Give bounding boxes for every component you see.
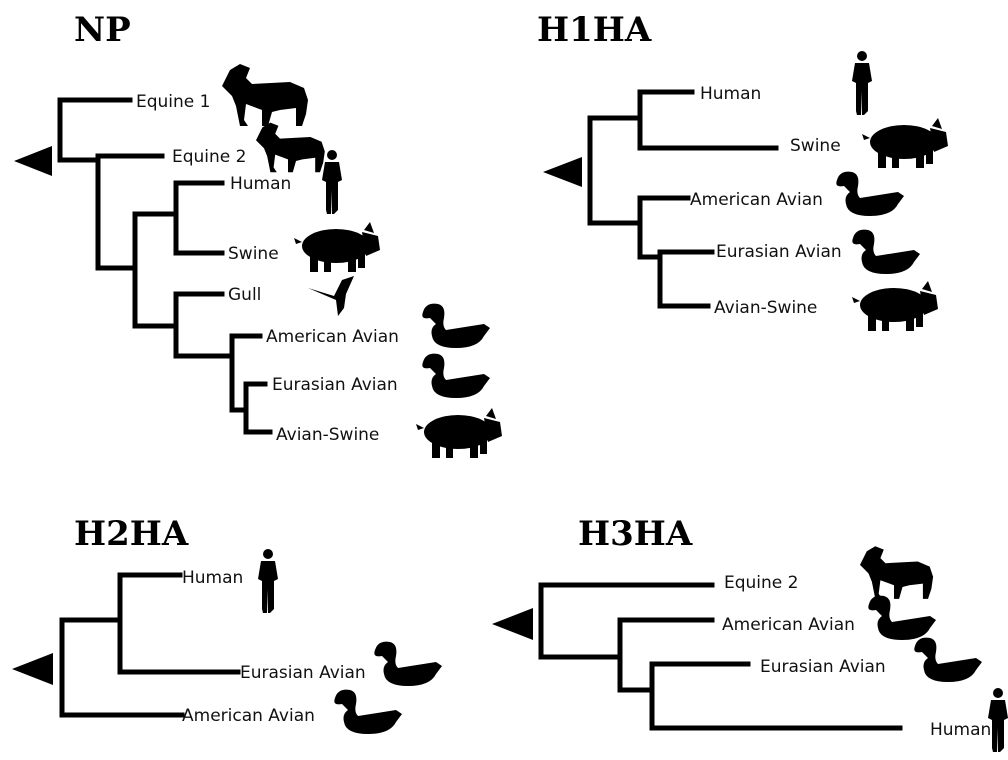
horse-icon <box>222 64 308 126</box>
tree-branches <box>492 582 903 731</box>
leaf-label: Human <box>182 568 243 588</box>
root-arrow <box>492 608 533 640</box>
pig-icon <box>852 281 938 331</box>
tree-branches <box>12 572 241 718</box>
horse-icon <box>256 122 325 173</box>
leaf-label: American Avian <box>182 706 315 726</box>
leaf-label: Human <box>930 720 991 740</box>
tree-branches <box>14 97 273 435</box>
duck-icon <box>914 637 982 682</box>
root-arrow <box>14 146 52 176</box>
leaf-label: Eurasian Avian <box>760 657 886 677</box>
leaf-label: Eurasian Avian <box>272 375 398 395</box>
pig-icon <box>416 408 502 458</box>
leaf-label: Equine 2 <box>172 147 246 167</box>
leaf-label: Human <box>230 174 291 194</box>
root-arrow <box>12 653 53 685</box>
leaf-label: Avian-Swine <box>714 298 817 318</box>
root-arrow <box>543 157 582 187</box>
panel-h1ha: H1HA Human Swine American Avian Eurasian… <box>537 10 948 331</box>
leaf-label: Gull <box>228 285 261 305</box>
panel-title: H3HA <box>578 514 693 554</box>
pig-icon <box>294 222 380 272</box>
leaf-label: Swine <box>228 244 279 264</box>
panel-h3ha: H3HA Equine 2 American Avian Eurasian Av… <box>492 514 1008 752</box>
panel-title: NP <box>74 10 131 50</box>
panel-np: NP Equine 1 Equine 2 Human Swine Gull Am… <box>14 10 502 458</box>
leaf-label: American Avian <box>266 327 399 347</box>
human-icon <box>852 51 872 115</box>
duck-icon <box>868 595 936 640</box>
duck-icon <box>836 171 904 216</box>
duck-icon <box>374 641 442 686</box>
gull-icon <box>308 276 354 316</box>
leaf-label: Equine 2 <box>724 573 798 593</box>
leaf-label: Swine <box>790 136 841 156</box>
duck-icon <box>422 303 490 348</box>
leaf-label: Eurasian Avian <box>716 242 842 262</box>
leaf-label: Eurasian Avian <box>240 663 366 683</box>
panel-title: H1HA <box>537 10 652 50</box>
horse-icon <box>860 546 934 599</box>
duck-icon <box>422 353 490 398</box>
panel-h2ha: H2HA Human Eurasian Avian American Avian <box>12 514 442 734</box>
pig-icon <box>862 118 948 168</box>
human-icon <box>322 150 342 214</box>
leaf-label: Human <box>700 84 761 104</box>
leaf-label: Equine 1 <box>136 92 210 112</box>
duck-icon <box>334 689 402 734</box>
duck-icon <box>852 229 920 274</box>
human-icon <box>258 549 278 613</box>
panel-title: H2HA <box>74 514 189 554</box>
leaf-label: American Avian <box>722 615 855 635</box>
leaf-label: Avian-Swine <box>276 425 379 445</box>
tree-branches <box>543 89 779 309</box>
leaf-label: American Avian <box>690 190 823 210</box>
